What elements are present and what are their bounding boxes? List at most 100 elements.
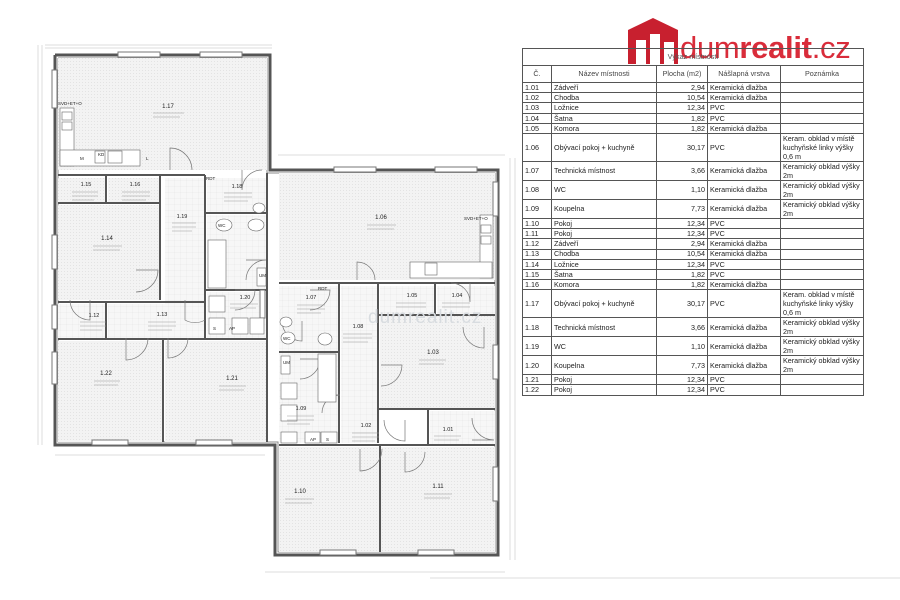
room-label-1-01: 1.01 (443, 427, 454, 433)
cell-floor: Keramická dlažba (707, 92, 781, 104)
cell-note: Keram. obklad v místě kuchyňské linky vý… (780, 132, 864, 162)
room-label-1-22: 1.22 (100, 371, 112, 377)
cell-floor: PVC (707, 228, 781, 240)
cell-note (780, 268, 864, 281)
cell-floor: Keramická dlažba (707, 198, 781, 219)
room-label-1-21: 1.21 (226, 376, 238, 382)
wc-tag-1-19: WC (218, 223, 226, 228)
table-title: Výkaz místností (522, 48, 864, 66)
cell-area: 30,17 (656, 289, 708, 319)
cell-area: 1,10 (656, 179, 708, 200)
room-label-1-07: 1.07 (306, 295, 317, 301)
cell-name: Zádveří (551, 81, 657, 94)
cell-no: 1.09 (522, 198, 552, 219)
cell-area: 12,34 (656, 258, 708, 270)
doors (69, 147, 495, 473)
cell-name: Koupelna (551, 355, 657, 376)
l-tag: L (146, 156, 149, 161)
cell-name: Komora (551, 122, 657, 134)
fixture-tags: SVD+ET+O SVD+ET+O KD M L RDT RDT WC WC U… (58, 101, 488, 442)
cell-floor: PVC (707, 112, 781, 124)
cell-name: Chodba (551, 92, 657, 104)
cell-note (780, 258, 864, 270)
cell-area: 12,34 (656, 384, 708, 396)
cell-name: Šatna (551, 268, 657, 281)
cell-floor: Keramická dlažba (707, 279, 781, 291)
cell-area: 2,94 (656, 81, 708, 94)
cell-note (780, 279, 864, 291)
cell-area: 7,73 (656, 355, 708, 376)
cell-area: 12,34 (656, 102, 708, 114)
table-header-row: Č. Název místnosti Plocha (m2) Nášlapná … (522, 65, 864, 83)
cell-name: Ložnice (551, 258, 657, 270)
room-label-1-08: 1.08 (353, 324, 364, 330)
cell-no: 1.06 (522, 132, 552, 162)
cell-no: 1.07 (522, 160, 552, 181)
cell-no: 1.22 (522, 384, 552, 396)
header-no: Č. (522, 65, 552, 83)
m-tag: M (80, 156, 84, 161)
room-label-1-05: 1.05 (407, 293, 418, 299)
cell-note: Keram. obklad v místě kuchyňské linky vý… (780, 289, 864, 319)
cell-note (780, 384, 864, 396)
cell-area: 1,82 (656, 112, 708, 124)
cell-area: 7,73 (656, 198, 708, 219)
cell-floor: PVC (707, 258, 781, 270)
cell-no: 1.03 (522, 102, 552, 114)
header-note: Poznámka (780, 65, 864, 83)
cell-area: 1,82 (656, 268, 708, 281)
cell-no: 1.16 (522, 279, 552, 291)
room-label-1-04: 1.04 (452, 293, 463, 299)
cell-area: 10,54 (656, 248, 708, 260)
cell-area: 1,10 (656, 336, 708, 357)
cell-name: Koupelna (551, 198, 657, 219)
cell-note: Keramický obklad výšky 2m (780, 179, 864, 200)
kitchen-tag-1-17: SVD+ET+O (58, 101, 82, 106)
kd-tag: KD (98, 152, 105, 157)
cell-no: 1.20 (522, 355, 552, 376)
kitchen-tag-1-06: SVD+ET+O (464, 216, 488, 221)
cell-note: Keramický obklad výšky 2m (780, 198, 864, 219)
cell-floor: PVC (707, 384, 781, 396)
room-label-1-20: 1.20 (240, 295, 251, 301)
cell-note (780, 228, 864, 240)
rdt-tag-1: RDT (206, 176, 215, 181)
outer-walls (53, 53, 500, 557)
room-label-1-10: 1.10 (294, 489, 306, 495)
cell-area: 3,66 (656, 160, 708, 181)
cell-floor: Keramická dlažba (707, 248, 781, 260)
cell-no: 1.14 (522, 258, 552, 270)
cell-name: Chodba (551, 248, 657, 260)
room-label-1-12: 1.12 (89, 313, 100, 319)
cell-note: Keramický obklad výšky 2m (780, 336, 864, 357)
ap-tag-1: AP (229, 326, 235, 331)
cell-name: WC (551, 336, 657, 357)
cell-no: 1.02 (522, 92, 552, 104)
rdt-tag-2: RDT (318, 286, 327, 291)
cell-note (780, 102, 864, 114)
cell-no: 1.17 (522, 289, 552, 319)
fixtures (59, 107, 494, 444)
cell-name: WC (551, 179, 657, 200)
header-floor: Nášlapná vrstva (707, 65, 781, 83)
dimension-lines (37, 44, 900, 579)
cell-floor: Keramická dlažba (707, 160, 781, 181)
cell-name: Technická místnost (551, 317, 657, 338)
cell-no: 1.05 (522, 122, 552, 134)
cell-no: 1.19 (522, 336, 552, 357)
room-label-1-03: 1.03 (427, 350, 439, 356)
cell-floor: Keramická dlažba (707, 179, 781, 200)
cell-floor: PVC (707, 102, 781, 114)
